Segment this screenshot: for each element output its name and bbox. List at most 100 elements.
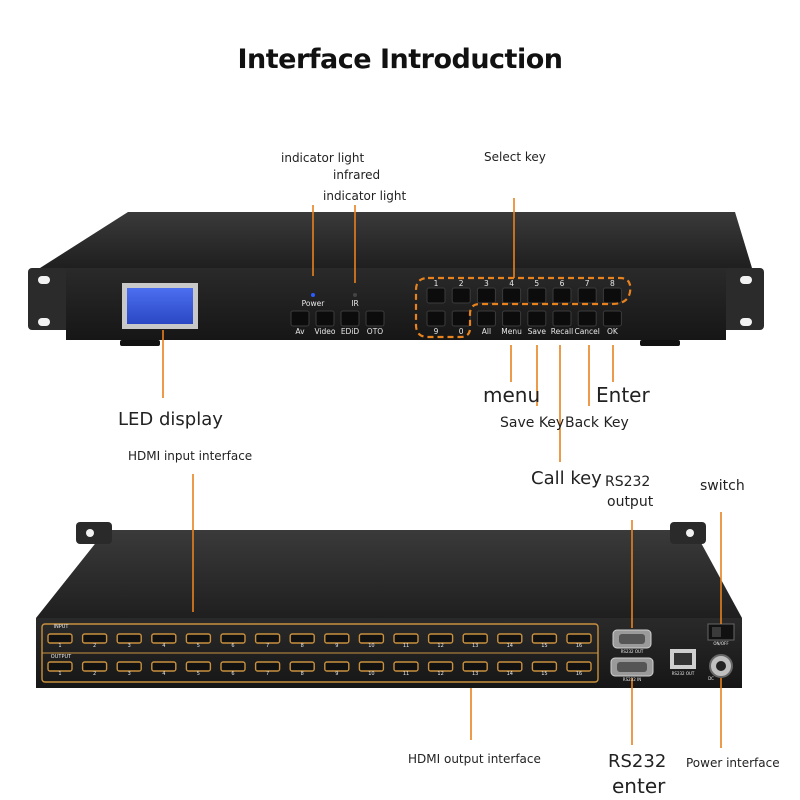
infrared-label: infrared xyxy=(333,168,381,182)
key-recall-label: Recall xyxy=(550,327,574,336)
hdmi-output-port-number: 3 xyxy=(127,671,131,677)
key-6-button[interactable] xyxy=(552,287,572,304)
power-indicator-light xyxy=(311,293,315,297)
hdmi-output-port-number: 1 xyxy=(58,671,62,677)
rs232-out-port-inner xyxy=(619,634,645,644)
edid-button[interactable] xyxy=(340,310,360,327)
lan-tag: RS232 OUT xyxy=(671,671,695,676)
video-label: Video xyxy=(314,327,336,336)
rack-ear-right xyxy=(722,268,764,330)
indicator-light-label: indicator light xyxy=(281,151,365,165)
foot xyxy=(120,340,160,346)
switch-label: switch xyxy=(700,478,745,494)
hdmi-output-port-3 xyxy=(116,661,142,672)
hdmi-output-port-number: 6 xyxy=(231,671,235,677)
hdmi-output-port-13 xyxy=(462,661,488,672)
key-cancel-button[interactable] xyxy=(577,310,597,327)
key-7-button[interactable] xyxy=(577,287,597,304)
key-all-button[interactable] xyxy=(476,310,496,327)
key-recall-button[interactable] xyxy=(552,310,572,327)
menu-label: menu xyxy=(483,383,541,407)
power-interface-label: Power interface xyxy=(686,756,780,770)
oto-label: OTO xyxy=(366,327,384,336)
rear-ear-hole xyxy=(686,529,694,537)
hdmi-input-port-12 xyxy=(427,633,454,644)
hdmi-output-port-5 xyxy=(185,661,212,672)
hdmi-input-port-number: 9 xyxy=(335,643,339,649)
front-unit-top xyxy=(40,212,752,268)
hdmi-input-port-number: 15 xyxy=(541,643,548,649)
hdmi-input-port-number: 14 xyxy=(506,643,513,649)
rear-ear-hole xyxy=(86,529,94,537)
rack-ear-hole xyxy=(38,276,50,284)
key-0-button[interactable] xyxy=(451,310,471,327)
oto-button[interactable] xyxy=(365,310,385,327)
av-label: Av xyxy=(295,327,305,336)
lcd-display xyxy=(127,288,193,324)
hdmi-input-port-number: 8 xyxy=(300,643,304,649)
key-5-button[interactable] xyxy=(527,287,547,304)
hdmi-input-port-4 xyxy=(151,633,177,644)
hdmi-input-port-number: 16 xyxy=(575,643,583,649)
key-8-button[interactable] xyxy=(602,287,622,304)
rs232-output-label-line1: RS232 xyxy=(605,474,651,490)
hdmi-output-port-number: 7 xyxy=(266,671,270,677)
edid-label: EDiD xyxy=(340,327,360,336)
key-9-label: 9 xyxy=(433,327,439,336)
save-key-label: Save Key xyxy=(500,415,565,431)
hdmi-output-port-number: 8 xyxy=(300,671,304,677)
hdmi-input-port-1 xyxy=(47,633,73,644)
foot xyxy=(640,340,680,346)
key-0-label: 0 xyxy=(458,327,464,336)
hdmi-input-port-number: 12 xyxy=(437,643,444,649)
enter-label: Enter xyxy=(596,383,650,407)
ir-indicator-light xyxy=(353,293,357,297)
key-2-button[interactable] xyxy=(451,287,471,304)
hdmi-input-port-number: 10 xyxy=(368,643,375,649)
hdmi-output-port-9 xyxy=(324,661,350,672)
front-callout-lines xyxy=(162,198,614,462)
hdmi-port-array xyxy=(47,633,592,672)
dc-tag: DC xyxy=(708,676,714,681)
video-button[interactable] xyxy=(315,310,335,327)
av-button[interactable] xyxy=(290,310,310,327)
key-save-button[interactable] xyxy=(527,310,547,327)
power-label: Power xyxy=(301,299,325,308)
rear-unit-top xyxy=(36,530,742,618)
hdmi-output-port-1 xyxy=(47,661,73,672)
hdmi-output-port-15 xyxy=(531,661,558,672)
key-4-label: 4 xyxy=(509,279,514,288)
hdmi-output-port-14 xyxy=(497,661,523,672)
key-ok-button[interactable] xyxy=(602,310,622,327)
key-1-button[interactable] xyxy=(426,287,446,304)
key-menu-label: Menu xyxy=(501,327,522,336)
rs232-enter-label-line2: enter xyxy=(612,774,666,798)
hdmi-output-label: HDMI output interface xyxy=(408,752,541,766)
rack-ear-hole xyxy=(38,318,50,326)
hdmi-input-port-7 xyxy=(254,633,281,644)
hdmi-input-port-9 xyxy=(324,633,350,644)
hdmi-input-port-8 xyxy=(289,633,315,644)
hdmi-output-port-10 xyxy=(358,661,385,672)
hdmi-input-port-number: 2 xyxy=(93,643,97,649)
dc-power-jack-center xyxy=(716,661,726,671)
hdmi-output-port-number: 15 xyxy=(541,671,548,677)
hdmi-input-port-number: 5 xyxy=(196,643,200,649)
rs232-in-tag: RS232 IN xyxy=(622,677,642,682)
rs232-enter-label-line1: RS232 xyxy=(608,751,667,772)
key-7-label: 7 xyxy=(584,279,590,288)
hdmi-output-port-number: 11 xyxy=(402,671,410,677)
key-9-button[interactable] xyxy=(426,310,446,327)
front-unit xyxy=(28,212,764,346)
ir-label: IR xyxy=(351,299,359,308)
hdmi-output-port-8 xyxy=(289,661,315,672)
key-5-label: 5 xyxy=(534,279,540,288)
key-menu-button[interactable] xyxy=(502,310,522,327)
rs232-out-tag: RS232 OUT xyxy=(620,649,644,654)
rack-ear-left xyxy=(28,268,70,330)
hdmi-input-port-number: 11 xyxy=(402,643,410,649)
key-4-button[interactable] xyxy=(502,287,522,304)
output-tag: OUTPUT xyxy=(50,654,72,660)
hdmi-output-port-number: 5 xyxy=(196,671,200,677)
key-3-button[interactable] xyxy=(476,287,496,304)
